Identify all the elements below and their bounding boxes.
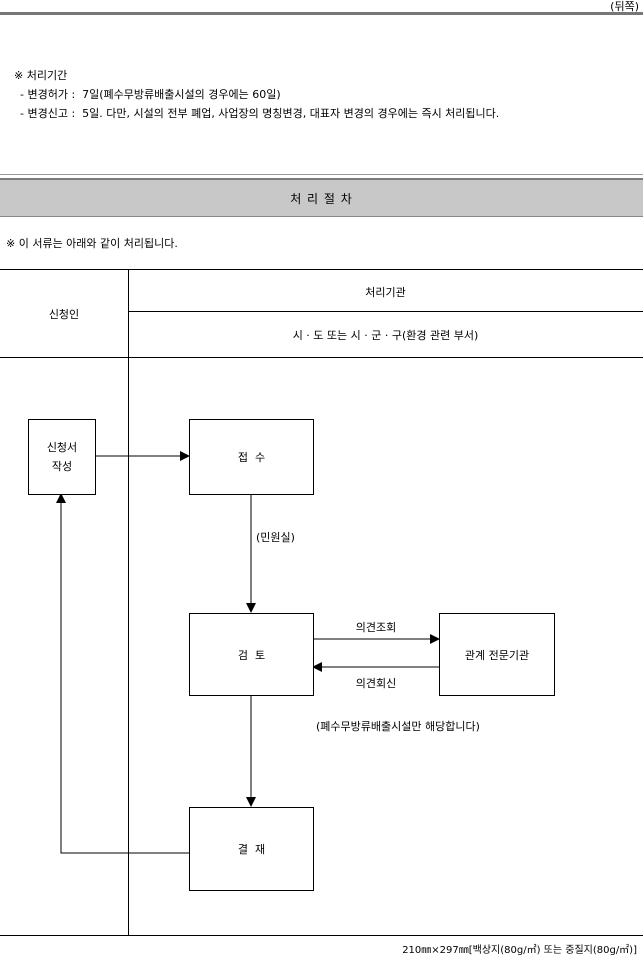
- column-divider: [128, 269, 129, 935]
- processing-period-heading: ※ 처리기간: [14, 69, 68, 82]
- procedure-title: 처 리 절 차: [290, 191, 353, 206]
- review-label: 검 토: [237, 648, 266, 662]
- arrow-decision-to-apply: [56, 493, 189, 854]
- top-thick-rule: [0, 12, 643, 15]
- apply-label: 신청서 작성: [46, 441, 78, 473]
- paper-spec-footer: 210㎜×297㎜[백상지(80g/㎡) 또는 중질지(80g/㎡)]: [402, 945, 637, 956]
- decision-label: 결 재: [237, 843, 266, 856]
- procedure-note: ※ 이 서류는 아래와 같이 처리됩니다.: [6, 237, 178, 250]
- receipt-box: 접 수: [189, 419, 314, 495]
- review-box: 검 토: [189, 613, 314, 696]
- header-bottom-rule: [0, 357, 643, 358]
- agency-divider: [128, 311, 643, 312]
- processing-period-line-1: - 변경허가 : 7일(폐수무방류배출시설의 경우에는 60일): [20, 88, 281, 101]
- reply-label: 의견회신: [355, 677, 397, 690]
- page-label: (뒤쪽): [610, 0, 639, 13]
- agency-header: 처리기관: [365, 286, 406, 299]
- expert-note: (폐수무방류배출시설만 해당합니다): [316, 720, 480, 733]
- expert-label: 관계 전문기관: [464, 648, 530, 662]
- decision-box: 결 재: [189, 807, 314, 891]
- apply-box: 신청서 작성: [28, 419, 96, 495]
- receipt-label: 접 수: [237, 451, 266, 464]
- receipt-note: (민원실): [256, 531, 295, 544]
- inquiry-label: 의견조회: [355, 621, 397, 634]
- procedure-title-bar: 처 리 절 차: [0, 178, 643, 217]
- table-top-rule: [0, 269, 643, 270]
- applicant-header: 신청인: [48, 308, 80, 321]
- table-bottom-rule: [0, 935, 643, 936]
- procedure-title-top-rule: [0, 174, 643, 175]
- agency-subheader: 시 · 도 또는 시 · 군 · 구(환경 관련 부서): [292, 329, 479, 342]
- processing-period-line-2: - 변경신고 : 5일. 다만, 시설의 전부 폐업, 사업장의 명칭변경, 대…: [20, 107, 500, 120]
- expert-box: 관계 전문기관: [439, 613, 555, 696]
